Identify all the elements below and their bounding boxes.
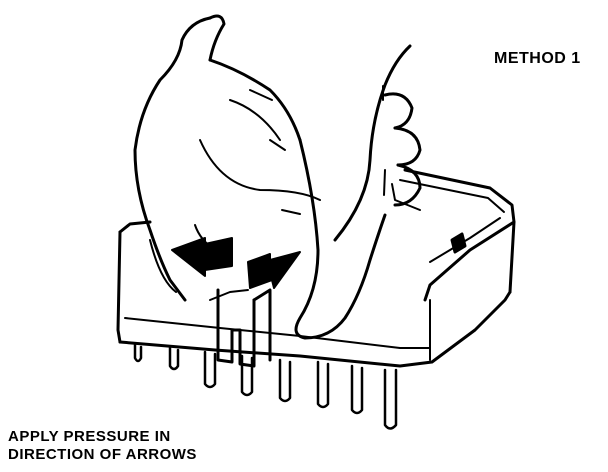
latch-tab [209,288,272,368]
instruction-caption: APPLY PRESSURE IN DIRECTION OF ARROWS [8,428,197,464]
left-pressure-arrow [171,237,233,277]
connector-housing [116,168,516,368]
method-label: METHOD 1 [494,50,581,67]
connector-pins [133,343,398,430]
instruction-line-2: DIRECTION OF ARROWS [8,446,197,463]
right-pressure-arrow [247,251,301,289]
left-hand [133,14,321,302]
instruction-line-1: APPLY PRESSURE IN [8,428,171,445]
right-hand [281,44,422,340]
pressure-arrows [171,237,301,289]
